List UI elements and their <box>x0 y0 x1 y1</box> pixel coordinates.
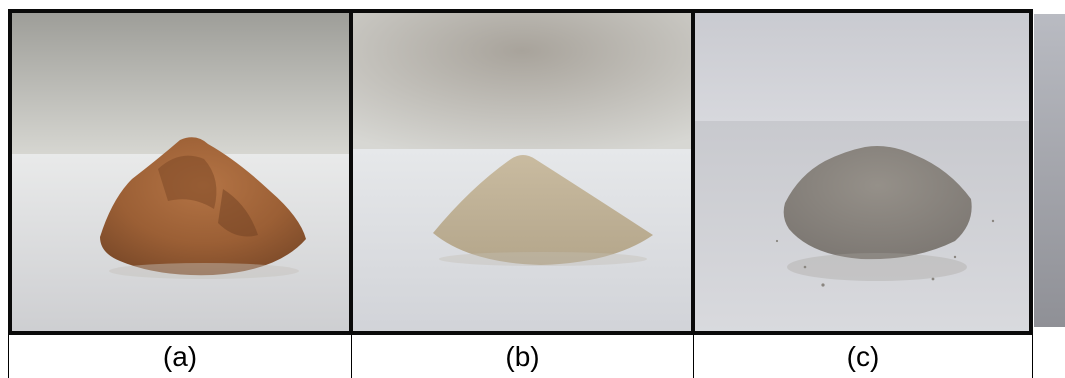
panel-divider-1 <box>349 9 353 335</box>
photo-panel-b <box>351 9 693 335</box>
panel-divider-2 <box>691 9 695 335</box>
photo-panel-c <box>693 9 1033 335</box>
caption-c: (c) <box>693 335 1033 378</box>
photo-overhang <box>1034 14 1065 327</box>
caption-b: (b) <box>351 335 693 378</box>
photo-strip <box>8 9 1033 335</box>
powder-photo-c <box>693 9 1033 335</box>
powder-photo-a <box>8 9 351 335</box>
powder-photo-b <box>351 9 693 335</box>
photo-panel-a <box>8 9 351 335</box>
caption-row: (a) (b) (c) <box>8 335 1033 378</box>
caption-a: (a) <box>8 335 351 378</box>
